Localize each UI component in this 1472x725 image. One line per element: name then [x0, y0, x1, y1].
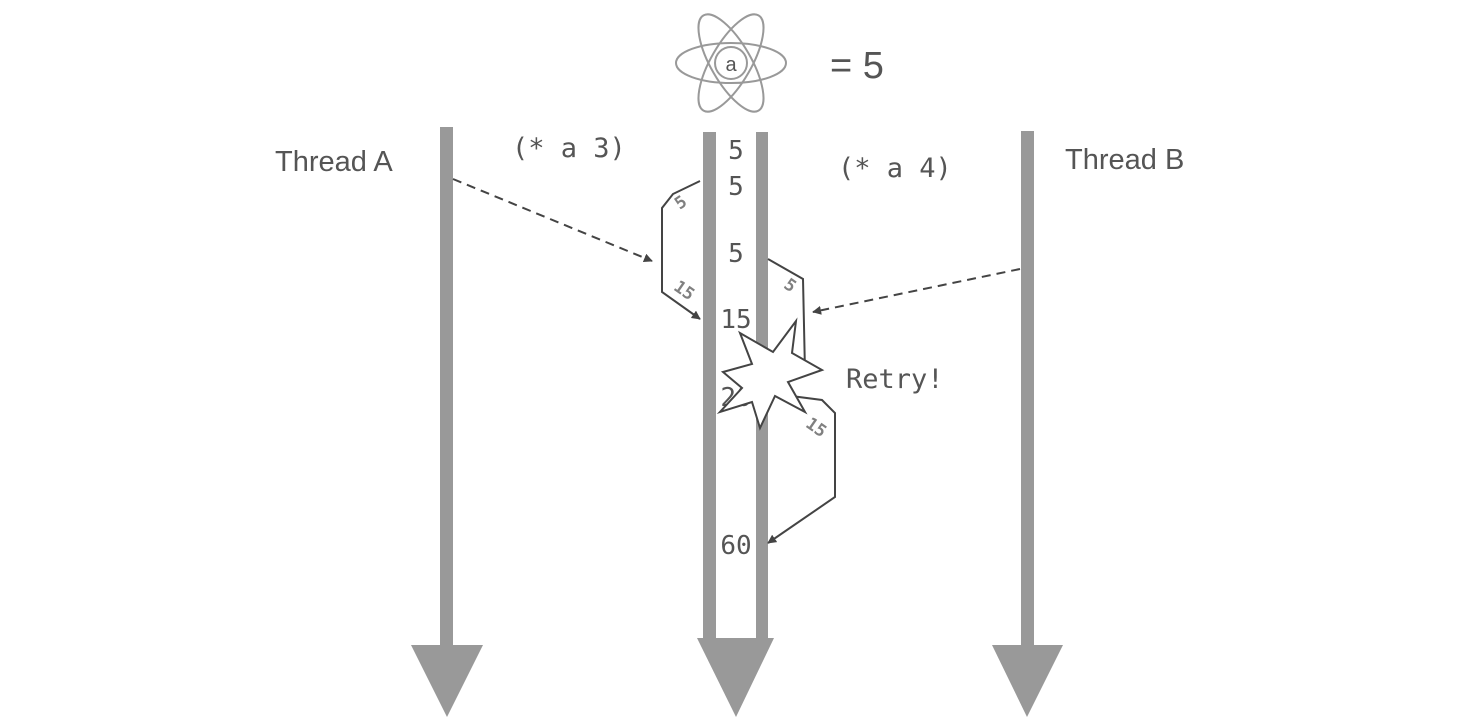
- retry-label: Retry!: [846, 364, 944, 395]
- transfer-label-b-read: 5: [780, 275, 800, 297]
- thread-a-call-arrow: [452, 178, 653, 263]
- thread-a-operation: (* a 3): [512, 133, 626, 164]
- thread-a-transfer-path: [661, 180, 701, 320]
- timeline-value: 60: [720, 531, 751, 561]
- transfer-label-a-read: 5: [671, 192, 691, 214]
- timeline-value: 5: [728, 136, 744, 166]
- atom-icon: [675, 13, 787, 113]
- atom-value-label: = 5: [830, 45, 884, 87]
- thread-b-retry-path: [767, 392, 836, 544]
- timeline-value: 5: [728, 172, 744, 202]
- atom-symbol: a: [725, 54, 737, 76]
- thread-a-timeline: [411, 127, 483, 717]
- timeline-value: 5: [728, 239, 744, 269]
- timeline-value: 15: [720, 305, 751, 335]
- conflict-burst-icon: [716, 317, 825, 431]
- thread-b-label: Thread B: [1065, 144, 1184, 176]
- thread-b-call-arrow: [812, 268, 1021, 315]
- thread-a-label: Thread A: [275, 146, 393, 178]
- thread-b-timeline: [992, 131, 1063, 717]
- thread-b-first-attempt-path: [767, 258, 806, 373]
- thread-b-operation: (* a 4): [838, 153, 952, 184]
- transfer-label-b-retry-read: 15: [802, 414, 830, 442]
